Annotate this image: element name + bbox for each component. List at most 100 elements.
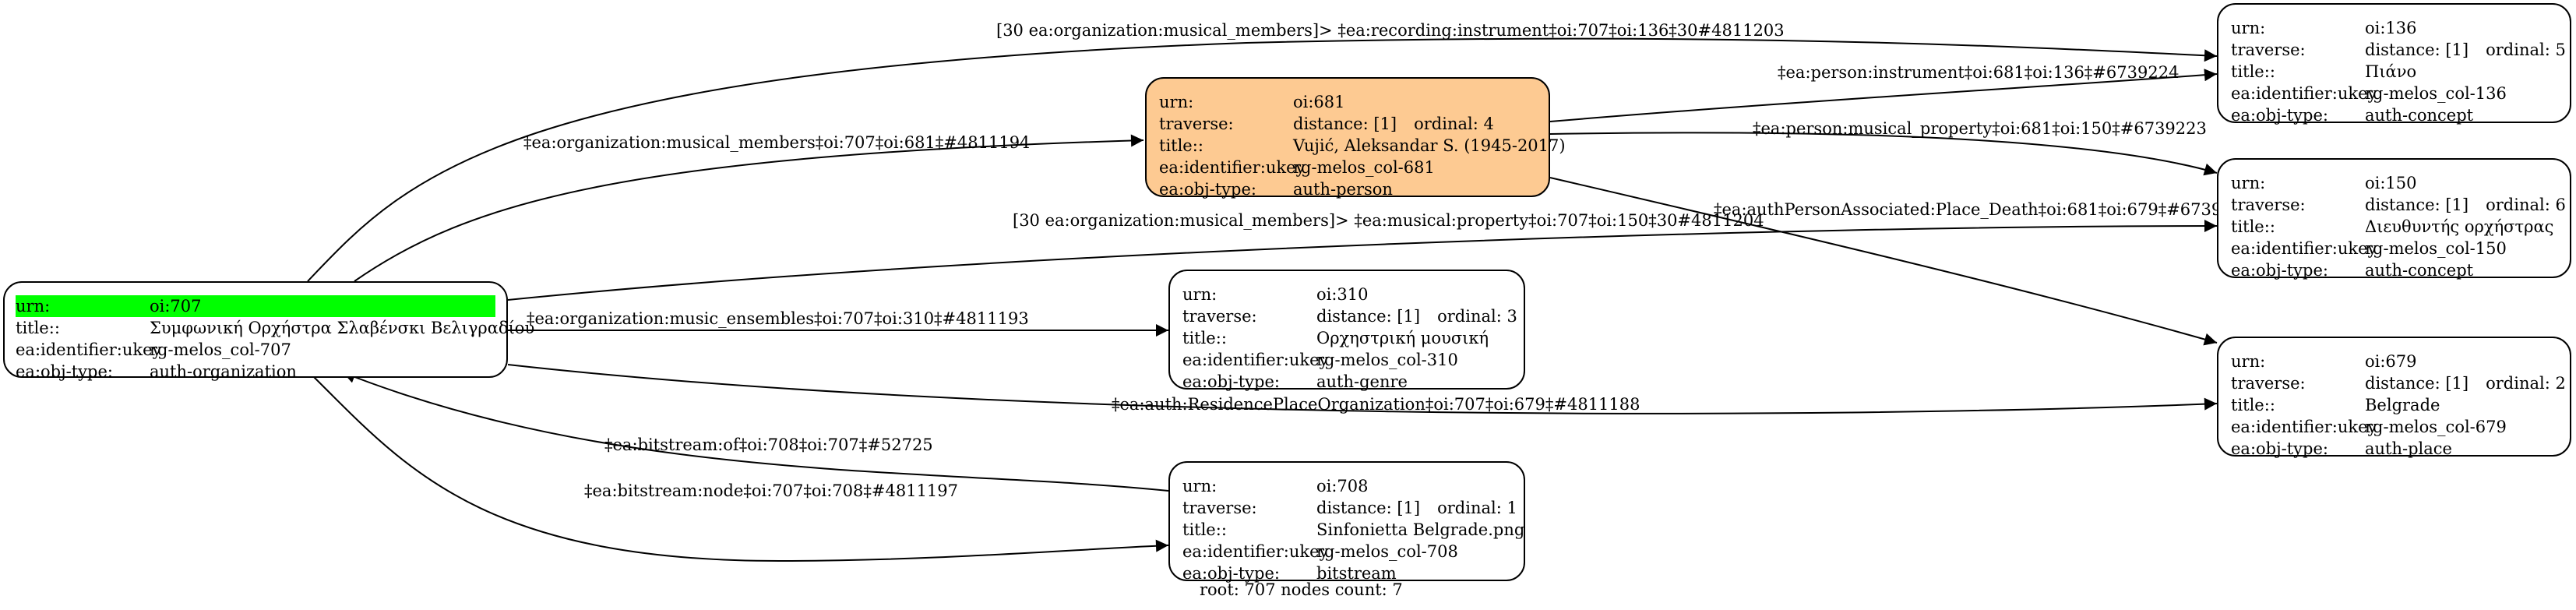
node-row: urn: oi:707: [16, 295, 495, 317]
field-value: rg-melos_col-150: [2365, 239, 2507, 258]
field-value: ordinal: 6: [2486, 196, 2566, 214]
field-key: traverse:: [2231, 196, 2306, 214]
field-key: ea:obj-type:: [16, 362, 113, 381]
field-value: auth-organization: [150, 362, 297, 381]
field-value: rg-melos_col-708: [1316, 542, 1458, 561]
field-key: ea:obj-type:: [1159, 180, 1256, 199]
field-value: auth-person: [1293, 180, 1393, 199]
node-708[interactable]: urn:oi:708 traverse:distance: [1]ordinal…: [1168, 461, 1525, 584]
field-value: oi:679: [2365, 352, 2417, 371]
field-key: ea:obj-type:: [2231, 261, 2328, 280]
field-value: bitstream: [1316, 564, 1397, 583]
field-value: distance: [1]: [2365, 41, 2469, 59]
node-136[interactable]: urn: oi:136 traverse:distance: [1]ordinal…: [2217, 3, 2571, 126]
node-row: urn:oi:708: [1182, 475, 1511, 497]
field-key: ea:obj-type:: [2231, 439, 2328, 458]
field-value: distance: [1]: [2365, 196, 2469, 214]
field-value: Belgrade: [2365, 396, 2440, 414]
field-value: Ορχηστρική μουσική: [1316, 329, 1489, 347]
field-key: urn:: [1159, 93, 1194, 111]
field-key: title::: [1182, 329, 1227, 347]
edge-label: ‡ea:person:instrument‡oi:681‡oi:136‡#673…: [1778, 63, 2179, 82]
edge-label: ‡ea:auth:ResidencePlaceOrganization‡oi:7…: [1112, 395, 1640, 414]
field-key: ea:obj-type:: [1182, 564, 1280, 583]
field-key: traverse:: [1182, 307, 1257, 326]
node-150[interactable]: urn:oi:150 traverse:distance: [1]ordinal…: [2217, 158, 2571, 280]
node-row: urn: oi:136: [2231, 17, 2557, 39]
node-row: ea:obj-type: bitstream: [1182, 562, 1511, 584]
field-value: Συμφωνική Ορχήστρα Σλαβένσκι Βελιγραδίου: [150, 319, 535, 337]
field-value: Διευθυντής ορχήστρας: [2365, 217, 2554, 236]
node-row: traverse: distance: [1] ordinal: 6: [2231, 194, 2566, 216]
edge-label: [30 ea:organization:musical_members]> ‡e…: [996, 21, 1785, 40]
node-row: traverse:distance: [1]ordinal: 4: [1159, 113, 1536, 135]
edge-label: ‡ea:person:musical_property‡oi:681‡oi:15…: [1753, 119, 2207, 138]
node-row: traverse:distance: [1]ordinal: 5: [2231, 39, 2566, 61]
field-key: title::: [2231, 396, 2275, 414]
edge-708-707: [342, 371, 1169, 492]
node-row: traverse:distance: [1]ordinal: 2: [2231, 372, 2566, 394]
field-value: auth-concept: [2365, 261, 2474, 280]
node-681[interactable]: urn: oi:681 traverse:distance: [1]ordinal…: [1145, 77, 1566, 200]
edge-label: ‡ea:bitstream:node‡oi:707‡oi:708‡#481119…: [584, 481, 958, 500]
field-key: title::: [2231, 217, 2275, 236]
node-row: urn: oi:310: [1182, 284, 1511, 305]
field-key: urn:: [1182, 285, 1218, 304]
field-value: ordinal: 1: [1437, 499, 1517, 517]
edge-label: ‡ea:authPersonAssociated:Place_Death‡oi:…: [1714, 200, 2253, 219]
edge-681-136: [1549, 69, 2218, 122]
field-key: ea:obj-type:: [2231, 106, 2328, 125]
node-row: title::Ορχηστρική μουσική: [1182, 327, 1511, 349]
node-root-707[interactable]: urn: oi:707 title:: Συμφωνική Ορχήστρα Σ…: [3, 281, 534, 381]
field-key: ea:obj-type:: [1182, 372, 1280, 391]
field-key: ea:identifier:ukey: [2231, 84, 2377, 103]
field-key: ea:identifier:ukey: [1182, 351, 1329, 369]
node-row: ea:obj-type:auth-place: [2231, 438, 2557, 460]
field-key: ea:identifier:ukey: [1159, 158, 1306, 177]
field-key: ea:identifier:ukey: [1182, 542, 1329, 561]
field-value: oi:150: [2365, 174, 2417, 192]
field-key: ea:identifier:ukey: [16, 340, 162, 359]
edge-707-136: [307, 37, 2218, 282]
field-key: traverse:: [2231, 374, 2306, 393]
field-key: title::: [16, 319, 60, 337]
edge-707-708: [312, 376, 1169, 562]
node-row: ea:obj-type:auth-concept: [2231, 104, 2557, 126]
field-value: oi:310: [1316, 285, 1369, 304]
node-row: urn: oi:679: [2231, 351, 2557, 372]
field-value: Vujić, Aleksandar S. (1945-2017): [1293, 136, 1566, 155]
node-row: title::Belgrade: [2231, 394, 2557, 416]
node-row: traverse:distance: [1]ordinal: 3: [1182, 305, 1517, 327]
field-value: distance: [1]: [2365, 374, 2469, 393]
node-310[interactable]: urn: oi:310 traverse:distance: [1]ordinal…: [1168, 270, 1525, 393]
field-value: rg-melos_col-679: [2365, 418, 2507, 436]
node-row: ea:obj-type: auth-genre: [1182, 371, 1511, 393]
edge-707-681: [354, 134, 1144, 282]
field-value: rg-melos_col-310: [1316, 351, 1458, 369]
field-key: ea:identifier:ukey: [2231, 239, 2377, 258]
field-value: rg-melos_col-136: [2365, 84, 2507, 103]
field-key: urn:: [2231, 19, 2266, 37]
node-row: title::Διευθυντής ορχήστρας: [2231, 216, 2557, 238]
field-value: oi:136: [2365, 19, 2417, 37]
field-value: ordinal: 3: [1437, 307, 1517, 326]
node-679[interactable]: urn:oi:679 traverse:distance: [1]ordinal…: [2217, 337, 2571, 460]
field-key: urn:: [1182, 477, 1218, 495]
field-value: auth-genre: [1316, 372, 1408, 391]
field-key: urn:: [2231, 352, 2266, 371]
node-row: ea:obj-type: auth-person: [1159, 178, 1536, 200]
field-value: oi:681: [1293, 93, 1345, 111]
field-key: title::: [1159, 136, 1203, 155]
field-key: ea:identifier:ukey: [2231, 418, 2377, 436]
graph-footer: root: 707 nodes count: 7: [1200, 580, 1403, 599]
field-value: ordinal: 4: [1414, 115, 1494, 133]
node-row: title:: Συμφωνική Ορχήστρα Σλαβένσκι Βελ…: [16, 317, 534, 339]
edge-label: [30 ea:organization:musical_members]> ‡e…: [1013, 211, 1764, 230]
node-row: urn: oi:681: [1159, 91, 1536, 113]
